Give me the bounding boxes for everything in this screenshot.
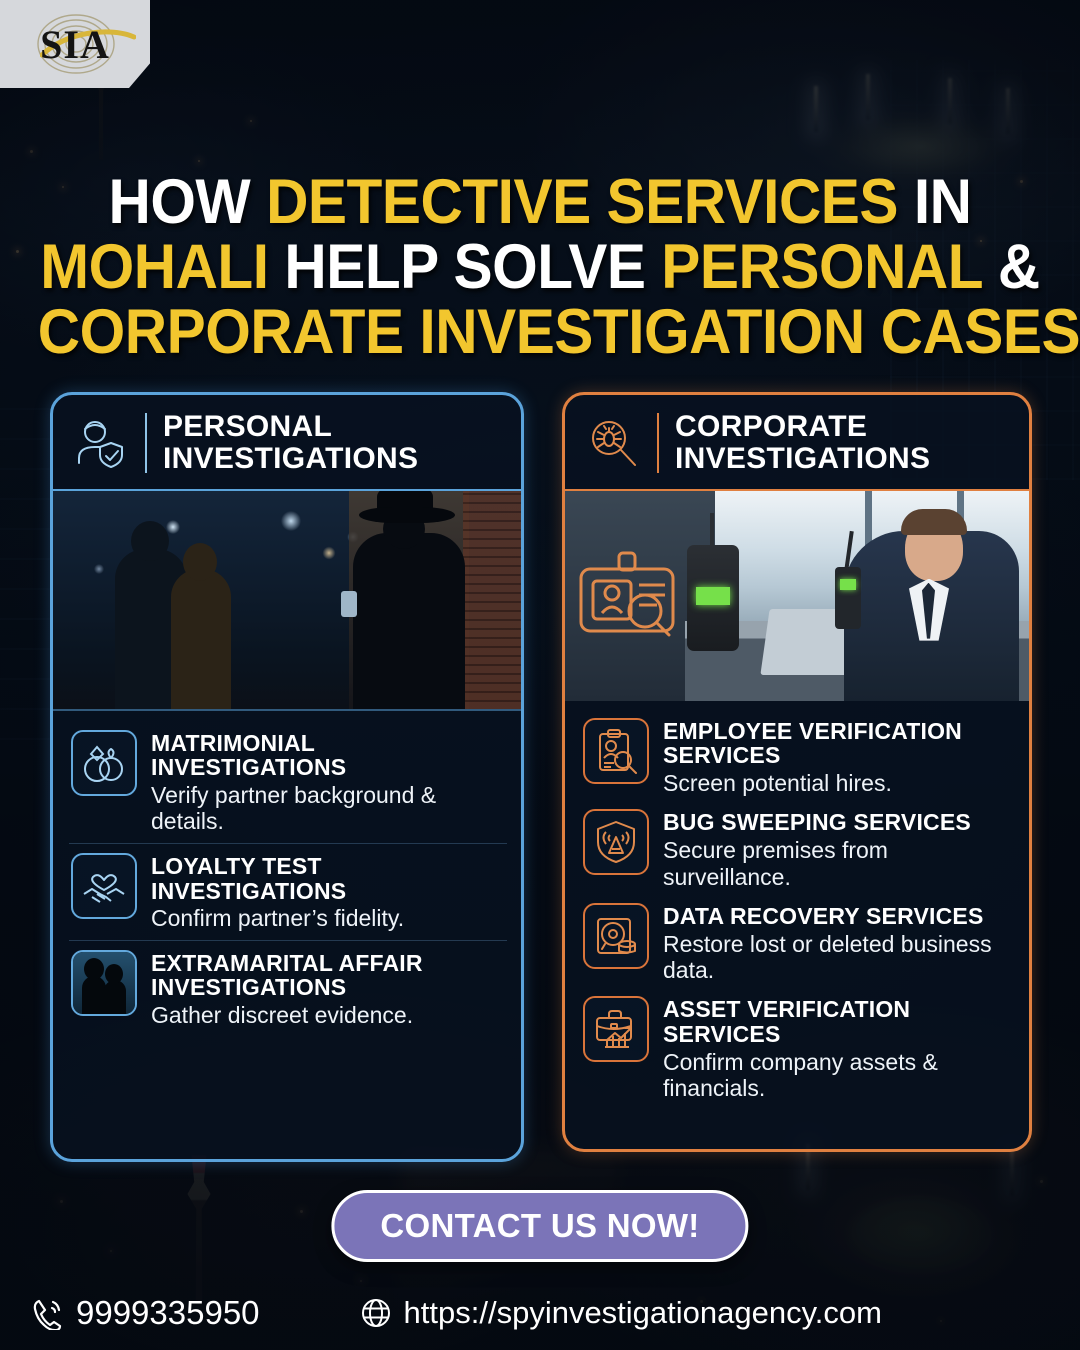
item-title: BUG SWEEPING SERVICES	[663, 810, 1013, 835]
item-title-line-1: EXTRAMARITAL AFFAIR	[151, 949, 423, 976]
item-description: Gather discreet evidence.	[151, 1002, 414, 1029]
list-item[interactable]: EXTRAMARITAL AFFAIR INVESTIGATIONS Gathe…	[69, 939, 507, 1037]
item-title-line-1: LOYALTY TEST	[151, 852, 322, 879]
list-item[interactable]: MATRIMONIAL INVESTIGATIONS Verify partne…	[69, 721, 507, 843]
item-title-line-2: INVESTIGATIONS	[151, 877, 347, 904]
globe-icon	[361, 1299, 390, 1327]
item-title-line-1: EMPLOYEE VERIFICATION	[663, 717, 962, 744]
footer: 9999335950 https://spyinvestigationagenc…	[0, 1294, 1080, 1332]
website-url: https://spyinvestigationagency.com	[403, 1295, 882, 1330]
personal-card-photo	[53, 488, 521, 711]
item-title-line-2: INVESTIGATIONS	[151, 974, 347, 1001]
logo-badge[interactable]: SIA	[0, 0, 150, 88]
headline-word: CORPORATE INVESTIGATION CASES	[37, 296, 1080, 367]
headline-word: &	[997, 231, 1040, 302]
headline-line-3: CORPORATE INVESTIGATION CASES	[38, 299, 1080, 365]
list-item[interactable]: LOYALTY TEST INVESTIGATIONS Confirm part…	[69, 842, 507, 940]
item-title: DATA RECOVERY SERVICES	[663, 902, 1013, 929]
headline-word: HOW	[108, 167, 267, 237]
list-item[interactable]: DATA RECOVERY SERVICES Restore lost or d…	[581, 896, 1015, 989]
item-description: Screen potential hires.	[663, 770, 892, 797]
phone-contact[interactable]: 9999335950	[30, 1294, 260, 1332]
header-divider	[145, 413, 147, 473]
contact-us-button[interactable]: CONTACT US NOW!	[331, 1190, 749, 1262]
phone-ringing-icon	[33, 1299, 62, 1330]
detective-shield-icon	[78, 420, 123, 468]
headline-line-2: MOHALI HELP SOLVE PERSONAL &	[38, 231, 1042, 302]
page-title: HOW DETECTIVE SERVICES IN MOHALI HELP SO…	[38, 170, 1080, 365]
personal-title-line-1: PERSONAL	[163, 410, 333, 443]
item-title-line-1: ASSET VERIFICATION	[663, 996, 911, 1022]
item-description: Confirm company assets & financials.	[663, 1048, 938, 1101]
item-description: Confirm partner’s fidelity.	[151, 905, 405, 932]
personal-items-list: MATRIMONIAL INVESTIGATIONS Verify partne…	[53, 711, 521, 1045]
item-title-line-1: DATA RECOVERY SERVICES	[663, 902, 984, 929]
headline-line-1: HOW DETECTIVE SERVICES IN	[38, 170, 1042, 235]
id-badge-magnifier-icon	[579, 551, 675, 637]
wedding-rings-icon	[71, 729, 137, 796]
corporate-card-photo	[565, 488, 1029, 701]
headline-word: PERSONAL	[661, 231, 998, 302]
item-title-line-1: MATRIMONIAL	[151, 729, 316, 756]
item-title: LOYALTY TEST INVESTIGATIONS	[151, 852, 404, 904]
corporate-card-title: CORPORATE INVESTIGATIONS	[675, 411, 930, 475]
harddrive-magnifier-icon	[583, 902, 649, 969]
item-description: Restore lost or deleted business data.	[663, 930, 992, 983]
briefcase-chart-icon	[583, 996, 649, 1062]
item-description: Secure premises from surveillance.	[663, 837, 888, 890]
swoosh-icon	[40, 29, 136, 58]
item-title-line-2: SERVICES	[663, 742, 781, 769]
item-title: EMPLOYEE VERIFICATION SERVICES	[663, 717, 962, 769]
headline-word: MOHALI	[40, 231, 285, 302]
personal-investigations-card: PERSONAL INVESTIGATIONS	[50, 392, 524, 1162]
headline-word: DETECTIVE SERVICES	[266, 167, 914, 237]
item-title-line-2: SERVICES	[663, 1020, 781, 1047]
handshake-heart-icon	[71, 852, 137, 919]
personal-title-line-2: INVESTIGATIONS	[163, 441, 419, 475]
clipboard-magnifier-icon	[583, 717, 649, 784]
corporate-card-header: CORPORATE INVESTIGATIONS	[565, 395, 1029, 489]
personal-card-header: PERSONAL INVESTIGATIONS	[53, 395, 521, 489]
corporate-title-line-1: CORPORATE	[675, 410, 868, 443]
headline-word: HELP SOLVE	[284, 231, 662, 302]
list-item[interactable]: BUG SWEEPING SERVICES Secure premises fr…	[581, 802, 1015, 895]
corporate-items-list: EMPLOYEE VERIFICATION SERVICES Screen po…	[565, 701, 1029, 1116]
corporate-title-line-2: INVESTIGATIONS	[675, 441, 931, 475]
header-divider	[657, 413, 659, 473]
couple-silhouette-icon	[71, 949, 137, 1016]
headline-word: IN	[913, 167, 972, 237]
shield-signal-icon	[583, 809, 649, 876]
item-title: EXTRAMARITAL AFFAIR INVESTIGATIONS	[151, 949, 423, 1001]
item-title: MATRIMONIAL INVESTIGATIONS	[151, 729, 505, 781]
logo-text: SIA	[40, 21, 110, 67]
phone-number: 9999335950	[76, 1294, 260, 1331]
item-title-line-1: BUG SWEEPING SERVICES	[663, 809, 971, 836]
magnifier-bug-icon	[592, 420, 636, 466]
list-item[interactable]: ASSET VERIFICATION SERVICES Confirm comp…	[581, 989, 1015, 1107]
item-description: Verify partner background & details.	[151, 782, 437, 835]
item-title: ASSET VERIFICATION SERVICES	[663, 997, 1013, 1047]
list-item[interactable]: EMPLOYEE VERIFICATION SERVICES Screen po…	[581, 711, 1015, 803]
item-title-line-2: INVESTIGATIONS	[151, 754, 347, 781]
corporate-investigations-card: CORPORATE INVESTIGATIONS	[562, 392, 1032, 1152]
personal-card-title: PERSONAL INVESTIGATIONS	[163, 411, 418, 475]
website-link[interactable]: https://spyinvestigationagency.com	[360, 1295, 882, 1331]
